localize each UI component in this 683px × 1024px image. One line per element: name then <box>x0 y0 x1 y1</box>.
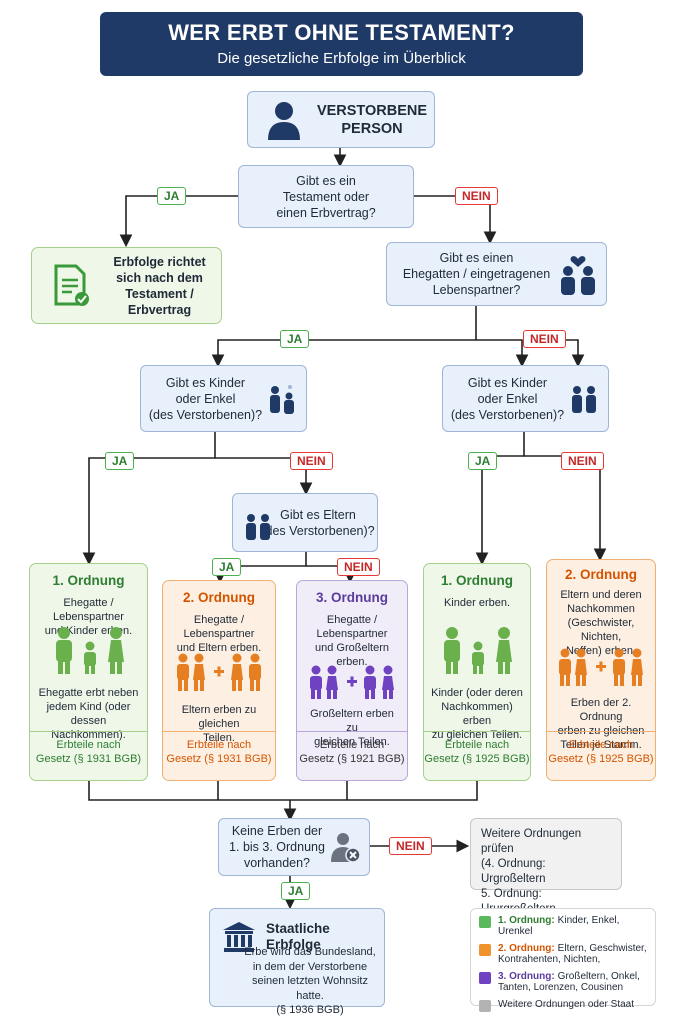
couple-heart-icon <box>561 256 595 295</box>
state-succession-box: Staatliche Erbfolge Erbe wird das Bundes… <box>209 908 385 1016</box>
badge-nein-testament: NEIN <box>455 187 498 205</box>
badge-ja-no-heirs: JA <box>281 882 311 900</box>
card-desc: Ehegatte / Lebenspartner und Eltern erbe… <box>176 614 262 654</box>
badge-ja-children-left: JA <box>105 452 135 470</box>
badge-nein-no-heirs: NEIN <box>389 837 432 855</box>
card-ordnung-1-no-spouse: 1. Ordnung Kinder erben. Kinder (oder de… <box>423 563 531 781</box>
card-note: Ehegatte erbt neben jedem Kind (oder des… <box>38 687 139 741</box>
legend-key: 1. Ordnung: <box>498 915 555 926</box>
legend-swatch <box>479 944 491 956</box>
arrow-spouse-nein-b <box>560 339 585 368</box>
card-title: 1. Ordnung <box>441 573 513 588</box>
start-node: VERSTORBENE PERSON <box>247 91 435 148</box>
parents-plus-siblings-icon <box>559 648 643 686</box>
legend-item: Weitere Ordnungen oder Staat <box>479 999 647 1012</box>
family-icon <box>56 627 124 674</box>
header-banner: WER ERBT OHNE TESTAMENT? Die gesetzliche… <box>100 12 583 76</box>
legend-swatch <box>479 1000 491 1012</box>
start-label: VERSTORBENE PERSON <box>316 102 428 137</box>
question-no-heirs: Keine Erben der 1. bis 3. Ordnung vorhan… <box>218 818 370 876</box>
card-note: Großeltern erben zu gleichen Teilen. <box>310 708 394 748</box>
question-children-right-text: Gibt es Kinder oder Enkel (des Verstorbe… <box>450 375 565 422</box>
arrow-spouse-nein <box>476 339 529 368</box>
arrow-children-right-nein <box>524 455 607 562</box>
card-ordnung-2-no-spouse: 2. Ordnung Eltern und deren Nachkommen (… <box>546 559 656 781</box>
card-title: 2. Ordnung <box>565 567 637 582</box>
family-icon <box>270 385 294 414</box>
spouse-plus-grandparents-icon <box>310 665 394 699</box>
question-parents: Gibt es Eltern (des Verstorbenen)? <box>232 493 378 552</box>
badge-ja-parents: JA <box>212 558 242 576</box>
state-text: Erbe wird das Bundesland, in dem der Ver… <box>244 946 376 1016</box>
family-icon <box>572 386 596 413</box>
card-desc: Kinder erben. <box>443 597 511 609</box>
legend-swatch <box>479 916 491 928</box>
question-children-right: Gibt es Kinder oder Enkel (des Verstorbe… <box>442 365 609 432</box>
arrow-cards-merge <box>88 781 478 801</box>
legend-item: 2. Ordnung:Eltern, Geschwister, Kontrahe… <box>479 943 647 965</box>
card-title: 1. Ordnung <box>52 573 125 588</box>
legend-item: 1. Ordnung:Kinder, Enkel, Urenkel <box>479 915 647 937</box>
card-title: 3. Ordnung <box>316 590 388 605</box>
legend-value: Kinder, Enkel, Urenkel <box>498 915 620 937</box>
card-note: Kinder (oder deren Nachkommen) erben zu … <box>431 687 523 741</box>
card-footer: Erbteile nach Gesetz (§ 1921 BGB) <box>297 731 407 780</box>
card-title: 2. Ordnung <box>183 590 255 605</box>
spouse-plus-parents-icon <box>177 653 261 691</box>
legend-swatch <box>479 972 491 984</box>
legend-key: 3. Ordnung: <box>498 971 555 982</box>
question-spouse: Gibt es einen Ehegatten / eingetragenen … <box>386 242 607 306</box>
badge-ja-spouse: JA <box>280 330 310 348</box>
question-testament-text: Gibt es ein Testament oder einen Erbvert… <box>276 173 376 220</box>
arrow-children-left-ja <box>82 432 216 566</box>
legend-value: Großeltern, Onkel, Tanten, Lorenzen, Cou… <box>498 971 640 993</box>
state-title: Staatliche Erbfolge <box>266 921 330 952</box>
person-cross-icon <box>331 833 361 863</box>
badge-nein-children-left: NEIN <box>290 452 333 470</box>
testament-result-text: Erbfolge richtet sich nach dem Testament… <box>113 254 206 317</box>
card-ordnung-3-spouse: 3. Ordnung Ehegatte / Lebenspartner und … <box>296 580 408 781</box>
card-note: Eltern erben zu gleichen Teilen. <box>181 704 257 744</box>
question-spouse-text: Gibt es einen Ehegatten / eingetragenen … <box>402 251 551 297</box>
parents-icon <box>246 514 270 540</box>
legend-key: 2. Ordnung: <box>498 943 555 954</box>
children-icon <box>444 627 512 674</box>
question-children-left: Gibt es Kinder oder Enkel (des Verstorbe… <box>140 365 307 432</box>
card-ordnung-2-spouse: 2. Ordnung Ehegatte / Lebenspartner und … <box>162 580 276 781</box>
document-check-icon <box>54 264 89 306</box>
card-desc: Ehegatte / Lebenspartner und Großeltern … <box>315 614 389 668</box>
card-ordnung-1-spouse: 1. Ordnung Ehegatte / Lebenspartner und … <box>29 563 148 781</box>
government-building-icon <box>223 922 255 952</box>
page-title: WER ERBT OHNE TESTAMENT? <box>168 20 515 45</box>
testament-result-box: Erbfolge richtet sich nach dem Testament… <box>31 247 222 324</box>
card-footer: Erbteile nach Gesetz (§ 1925 BGB) <box>424 731 530 780</box>
card-desc: Eltern und deren Nachkommen (Geschwister… <box>560 589 642 657</box>
badge-ja-children-right: JA <box>468 452 498 470</box>
arrow-spouse-split <box>211 306 477 368</box>
legend-value: Eltern, Geschwister, Kontrahenten, Nicht… <box>498 943 647 965</box>
person-icon <box>268 102 300 140</box>
card-footer: Erbteile nach Gesetz (§ 1925 BGB) <box>547 731 655 780</box>
arrow-testament-ja <box>119 195 238 248</box>
card-footer: Erbteile nach Gesetz (§ 1931 BGB) <box>163 731 275 780</box>
question-testament: Gibt es ein Testament oder einen Erbvert… <box>238 165 414 228</box>
legend-value: Weitere Ordnungen oder Staat <box>498 999 635 1010</box>
card-footer: Erbteile nach Gesetz (§ 1931 BGB) <box>30 731 147 780</box>
page-subtitle: Die gesetzliche Erbfolge im Überblick <box>217 50 466 67</box>
legend: 1. Ordnung:Kinder, Enkel, Urenkel 2. Ord… <box>470 908 656 1012</box>
badge-nein-parents: NEIN <box>337 558 380 576</box>
badge-nein-spouse: NEIN <box>523 330 566 348</box>
badge-ja-testament: JA <box>157 187 187 205</box>
further-orders-box: Weitere Ordnungen prüfen (4. Ordnung: Ur… <box>470 818 622 945</box>
question-parents-text: Gibt es Eltern (des Verstorbenen)? <box>261 507 375 538</box>
question-children-left-text: Gibt es Kinder oder Enkel (des Verstorbe… <box>148 375 263 422</box>
arrow-children-right-ja <box>475 432 525 566</box>
badge-nein-children-right: NEIN <box>561 452 604 470</box>
legend-item: 3. Ordnung:Großeltern, Onkel, Tanten, Lo… <box>479 971 647 993</box>
question-no-heirs-text: Keine Erben der 1. bis 3. Ordnung vorhan… <box>229 824 325 870</box>
